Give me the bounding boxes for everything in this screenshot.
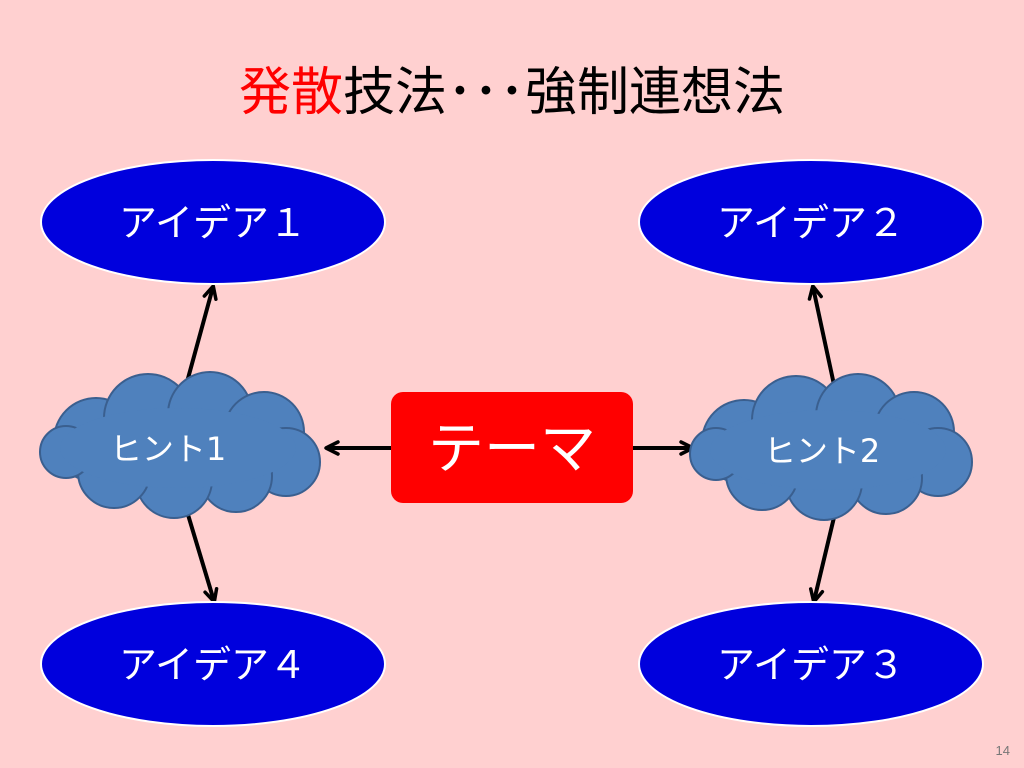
arrow-hint1-to-idea1	[182, 284, 218, 394]
hint-label-1: ヒント1	[110, 430, 226, 468]
title-accent: 発散	[238, 63, 343, 123]
idea-ellipse	[40, 601, 386, 727]
theme-label: テーマ	[428, 417, 596, 482]
idea-label-4: アイデア４	[119, 643, 307, 687]
hint-label-2: ヒント2	[764, 432, 880, 470]
idea-ellipse	[40, 159, 386, 285]
arrow-hint2-to-idea3	[808, 508, 838, 604]
theme-box	[391, 392, 633, 503]
cloud-fill	[710, 410, 946, 490]
idea-node-2: アイデア２	[638, 159, 984, 285]
idea-ellipse	[638, 159, 984, 285]
idea-label-3: アイデア３	[717, 643, 905, 687]
hint-node-1: ヒント1	[39, 371, 321, 519]
idea-ellipse	[638, 601, 984, 727]
hint-node-2: ヒント2	[689, 373, 973, 521]
arrow-hint1-to-idea4	[184, 507, 219, 604]
idea-label-2: アイデア２	[717, 201, 905, 245]
slide-title: 発散技法･･･強制連想法	[0, 58, 1024, 128]
connectors	[182, 284, 838, 604]
title-rest: 技法･･･強制連想法	[343, 63, 786, 123]
idea-node-4: アイデア４	[40, 601, 386, 727]
arrow-hint2-to-idea2	[807, 284, 838, 395]
theme-node: テーマ	[391, 392, 633, 503]
cloud-fill	[60, 408, 296, 488]
idea-node-1: アイデア１	[40, 159, 386, 285]
page-number: 14	[995, 743, 1010, 758]
idea-node-3: アイデア３	[638, 601, 984, 727]
idea-label-1: アイデア１	[119, 201, 307, 245]
